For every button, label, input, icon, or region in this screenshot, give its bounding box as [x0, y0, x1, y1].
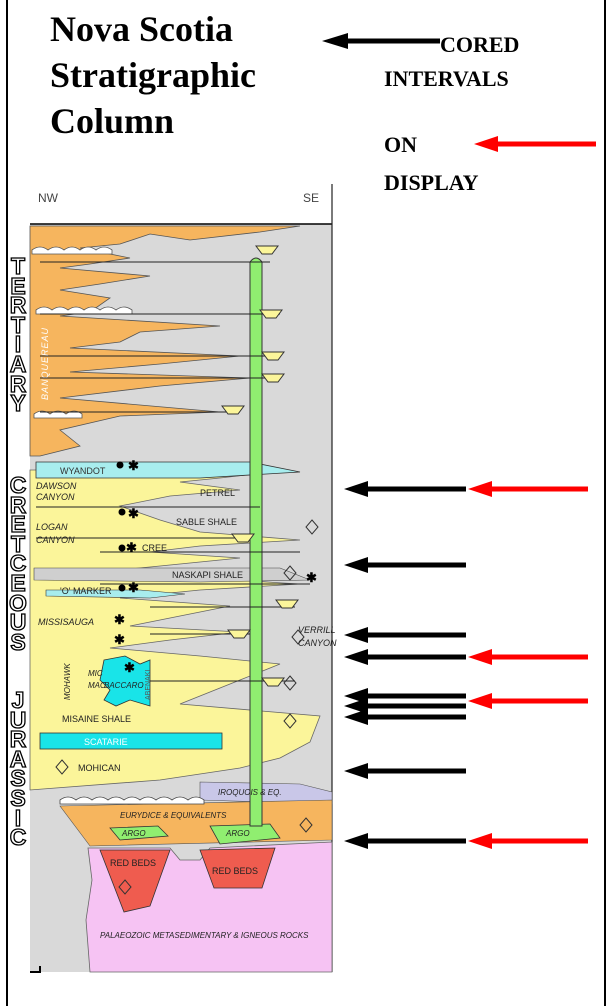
dawson-canyon-label-1: DAWSON — [36, 481, 77, 491]
iroquois-label: IROQUOIS & EQ. — [218, 788, 282, 797]
svg-text:✱: ✱ — [128, 458, 139, 473]
missisauga-label: MISSISAUGA — [38, 617, 94, 627]
jurassic-unconformity — [59, 796, 205, 805]
period-label-tertiary: TERTIARY — [9, 253, 27, 417]
cored-label-line-3: ON — [384, 132, 417, 157]
svg-text:✱: ✱ — [124, 660, 135, 675]
iroquois-unit — [199, 781, 333, 805]
cored-interval-black-arrows — [344, 481, 466, 849]
red-arrow-4 — [468, 833, 588, 849]
svg-text:✱: ✱ — [306, 570, 317, 585]
cree-label: CREE — [142, 543, 167, 553]
argo-label-right: ARGO — [225, 829, 250, 838]
red-beds-label-right: RED BEDS — [212, 866, 258, 876]
palaeozoic-label: PALAEOZOIC METASEDIMENTARY & IGNEOUS ROC… — [100, 931, 309, 940]
red-arrow-2 — [468, 649, 588, 665]
o-marker-label: 'O' MARKER — [60, 586, 112, 596]
title-arrow — [322, 33, 440, 49]
baccaro-label: BACCARO — [104, 681, 144, 690]
cored-label-line-1: CORED — [440, 32, 520, 57]
period-label-cretaceous: CRETCEOUS — [8, 472, 27, 655]
formation-marker-lines — [36, 261, 310, 682]
title-line-3: Column — [50, 101, 175, 141]
svg-text:✱: ✱ — [128, 506, 139, 521]
verrill-canyon-label-1: VERRILL — [298, 625, 336, 635]
mic-label: MIC — [88, 669, 103, 678]
abenaki-label: ABENAKI — [145, 670, 152, 700]
column-header-band — [30, 184, 332, 224]
scatarie-label: SCATARIE — [84, 737, 128, 747]
logan-canyon-label-1: LOGAN — [36, 522, 68, 532]
trough-symbols — [221, 245, 299, 687]
verrill-canyon-label-2: CANYON — [298, 638, 337, 648]
tertiary-unconformities — [31, 246, 133, 419]
dawson-canyon-label-2: CANYON — [36, 492, 75, 502]
cored-label-line-4: DISPLAY — [384, 170, 479, 195]
argo-label-left: ARGO — [121, 829, 146, 838]
argo-salt-left — [109, 825, 169, 841]
title-line-2: Stratigraphic — [50, 55, 256, 95]
black-arrow-2 — [344, 557, 466, 573]
cored-interval-red-arrows — [468, 481, 588, 849]
banquereau-sand-wedge — [29, 225, 301, 457]
gas-show-icons: ✱ ✱ ✱ ✱ ✱ ✱ ✱ ✱ — [114, 458, 317, 675]
sable-shale-label: SABLE SHALE — [176, 517, 237, 527]
svg-text:✱: ✱ — [126, 540, 137, 555]
cretaceous-sand-body — [29, 469, 321, 791]
svg-text:✱: ✱ — [114, 632, 125, 647]
mohican-label: MOHICAN — [78, 763, 121, 773]
black-arrow-7 — [344, 709, 466, 725]
baccaro-reef — [99, 655, 151, 707]
cored-label-line-2: INTERVALS — [384, 66, 509, 91]
svg-text:✱: ✱ — [114, 612, 125, 627]
black-arrow-3 — [344, 627, 466, 643]
hydrocarbon-show-icons — [116, 461, 126, 592]
salt-diapir-column — [249, 257, 263, 827]
petrel-label: PETREL — [200, 488, 235, 498]
red-beds-right — [199, 847, 276, 889]
black-arrow-6 — [344, 698, 466, 714]
mohawk-label: MOHAWK — [63, 663, 72, 700]
red-arrow-3 — [468, 693, 588, 709]
left-frame-line — [6, 0, 8, 1006]
salt-diamond-icons — [55, 519, 319, 895]
period-label-jurassic: JURASSIC — [9, 687, 27, 851]
red-beds-label-left: RED BEDS — [110, 858, 156, 868]
misaine-shale-label: MISAINE SHALE — [62, 714, 131, 724]
title-line-1: Nova Scotia — [50, 9, 233, 49]
black-arrow-4 — [344, 649, 466, 665]
mac-label: MAC — [88, 681, 106, 690]
red-arrow-1 — [468, 481, 588, 497]
wyandot-label: WYANDOT — [60, 466, 106, 476]
naskapi-shale-label: NASKAPI SHALE — [172, 570, 243, 580]
scatarie-limestone — [39, 732, 223, 750]
black-arrow-8 — [344, 763, 466, 779]
eurydice-label: EURYDICE & EQUIVALENTS — [120, 811, 227, 820]
black-arrow-9 — [344, 833, 466, 849]
red-beds-left — [99, 849, 171, 913]
compass-nw-label: NW — [38, 191, 59, 205]
on-display-red-arrow — [474, 136, 596, 152]
compass-se-label: SE — [303, 191, 319, 205]
eurydice-band — [59, 799, 333, 847]
logan-canyon-label-2: CANYON — [36, 535, 75, 545]
banquereau-label: BANQUEREAU — [40, 327, 50, 400]
right-frame-line — [604, 0, 606, 1006]
page-title: Nova Scotia Stratigraphic Column — [50, 6, 310, 144]
black-arrow-1 — [344, 481, 466, 497]
svg-text:✱: ✱ — [128, 580, 139, 595]
corner-bracket — [30, 966, 41, 973]
